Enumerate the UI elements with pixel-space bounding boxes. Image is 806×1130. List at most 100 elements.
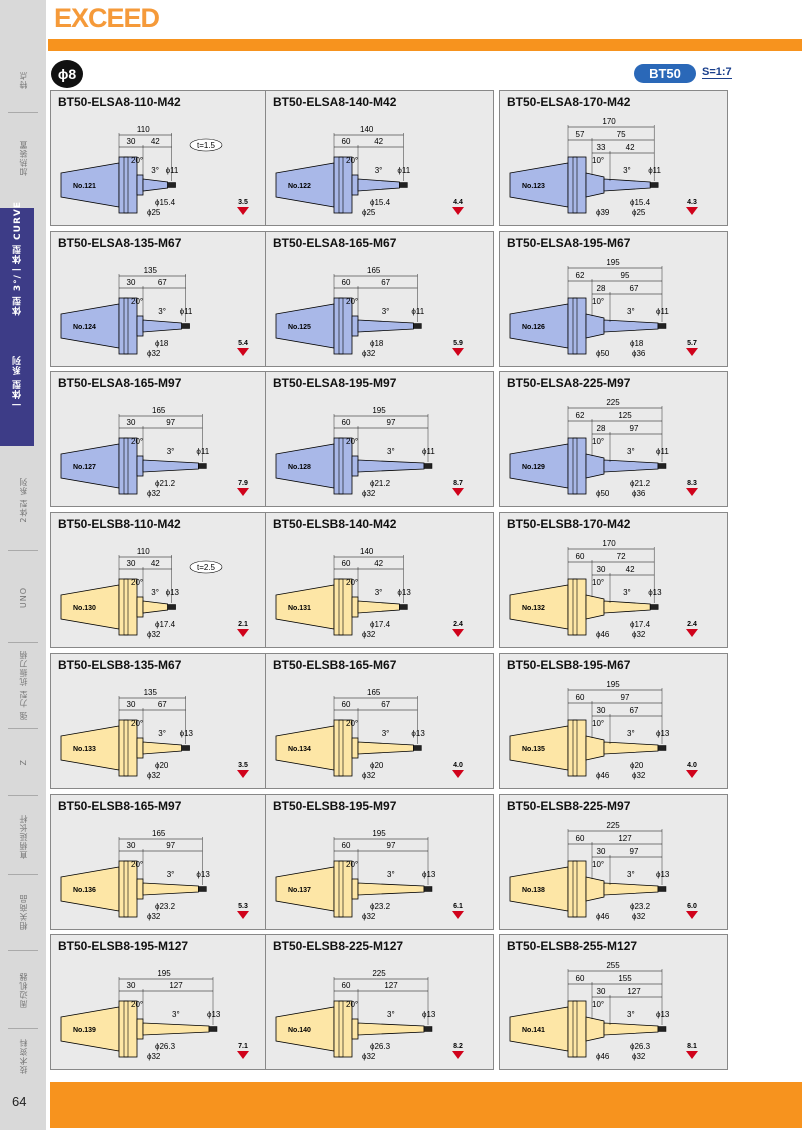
- sidebar-item-uno[interactable]: UNO: [0, 558, 46, 638]
- weight-arrow-icon: [237, 488, 249, 496]
- flange-groove: [123, 437, 129, 495]
- product-number: No.138: [522, 887, 545, 894]
- dim-overall-length: 225: [606, 821, 620, 830]
- sidebar-item-tech-data[interactable]: 技术资料: [0, 1030, 46, 1082]
- weight-arrow-icon: [452, 770, 464, 778]
- sidebar-item-anti-vibration[interactable]: 强 力型 抗振刀柄: [0, 645, 46, 725]
- body-section: [351, 878, 359, 900]
- dim-diameter-2: ϕ32: [632, 1052, 646, 1061]
- body-section: [136, 737, 144, 759]
- tool-tip: [399, 604, 408, 610]
- flange-groove: [338, 860, 344, 918]
- weight-arrow-icon: [452, 207, 464, 215]
- dim-taper: 3°: [151, 588, 159, 597]
- neck-taper: [603, 1022, 659, 1036]
- sidebar-item-related[interactable]: 相关商品: [0, 878, 46, 946]
- weight-label: 7.9: [238, 480, 248, 487]
- sidebar-item-label: 加热装置: [18, 140, 28, 176]
- dim-tip-diameter: ϕ11: [397, 166, 410, 175]
- neck-taper: [603, 178, 651, 192]
- product-model: BT50-ELSA8-195-M97: [273, 376, 397, 390]
- body-section: [136, 1018, 144, 1040]
- tool-tip: [657, 323, 667, 329]
- product-number: No.122: [288, 183, 311, 190]
- flange-groove: [572, 719, 578, 777]
- sidebar-item-features[interactable]: 特点: [0, 50, 46, 110]
- dim-tip-diameter: ϕ13: [422, 870, 436, 879]
- flange-groove: [338, 297, 344, 355]
- tool-tip: [657, 886, 667, 892]
- dim-tip-diameter: ϕ11: [180, 307, 193, 316]
- weight-arrow-icon: [452, 348, 464, 356]
- weight-arrow-icon: [686, 488, 698, 496]
- dim-a: 30: [127, 981, 136, 990]
- dim-diameter-2: ϕ32: [362, 630, 376, 639]
- sidebar-item-one-piece-curve[interactable]: 一体型 3°/一体型 CURVE: [0, 201, 34, 325]
- product-number: No.141: [522, 1027, 545, 1034]
- dim-diameter-2: ϕ32: [147, 489, 161, 498]
- product-model: BT50-ELSB8-110-M42: [58, 517, 181, 531]
- dim-angle: 20°: [346, 860, 358, 869]
- dim-b: 67: [158, 700, 167, 709]
- flange-groove: [123, 156, 129, 214]
- dim-diameter-1: ϕ21.2: [370, 479, 391, 488]
- sidebar-item-heating-device[interactable]: 加热装置: [0, 118, 46, 198]
- dim-angle: 20°: [346, 156, 358, 165]
- dim-diameter-1: ϕ21.2: [155, 479, 176, 488]
- product-number: No.128: [288, 464, 311, 471]
- dim-b: 97: [387, 418, 396, 427]
- product-model: BT50-ELSA8-135-M67: [58, 236, 182, 250]
- sidebar-item-label: 一体型 系列: [12, 354, 23, 410]
- sidebar-item-label: 技术资料: [18, 1038, 28, 1074]
- flange-groove: [572, 156, 578, 214]
- dim-taper: 3°: [158, 307, 166, 316]
- weight-label: 4.0: [687, 762, 697, 769]
- dim-angle: 10°: [592, 1000, 604, 1009]
- product-model: BT50-ELSB8-165-M97: [58, 799, 182, 813]
- dim-b: 155: [618, 974, 632, 983]
- dim-angle: 20°: [131, 1000, 143, 1009]
- product-model: BT50-ELSB8-140-M42: [273, 517, 397, 531]
- product-model: BT50-ELSA8-140-M42: [273, 95, 397, 109]
- dim-b: 67: [381, 278, 390, 287]
- dim-b: 95: [621, 271, 630, 280]
- dim-diameter-3: ϕ46: [596, 912, 610, 921]
- dim-a: 30: [127, 278, 136, 287]
- sidebar-item-one-piece-series[interactable]: 一体型 系列: [0, 318, 34, 446]
- dim-a: 60: [576, 693, 585, 702]
- dim-b: 127: [618, 834, 632, 843]
- dim-angle: 20°: [346, 297, 358, 306]
- sidebar-item-two-piece[interactable]: 2体型 系列: [0, 455, 46, 545]
- dim-c: 30: [597, 987, 606, 996]
- weight-label: 2.4: [453, 621, 463, 628]
- dim-c: 33: [597, 143, 606, 152]
- tool-tip: [167, 182, 176, 188]
- weight-label: 5.9: [453, 340, 463, 347]
- sidebar-item-z[interactable]: Z: [0, 732, 46, 792]
- tool-tip: [423, 463, 433, 469]
- dim-taper: 3°: [167, 447, 175, 456]
- tool-tip: [413, 745, 422, 751]
- neck-taper: [603, 741, 659, 755]
- body-section: [136, 174, 144, 196]
- sidebar-item-extension[interactable]: 直柄延长杆: [0, 800, 46, 872]
- dim-diameter-2: ϕ25: [362, 208, 376, 217]
- dim-diameter-3: ϕ46: [596, 1052, 610, 1061]
- product-model: BT50-ELSA8-165-M97: [58, 376, 182, 390]
- sidebar-item-peripherals[interactable]: 周边机器: [0, 955, 46, 1025]
- body-section: [136, 596, 144, 618]
- header-bar: [48, 39, 802, 51]
- dim-angle: 20°: [346, 1000, 358, 1009]
